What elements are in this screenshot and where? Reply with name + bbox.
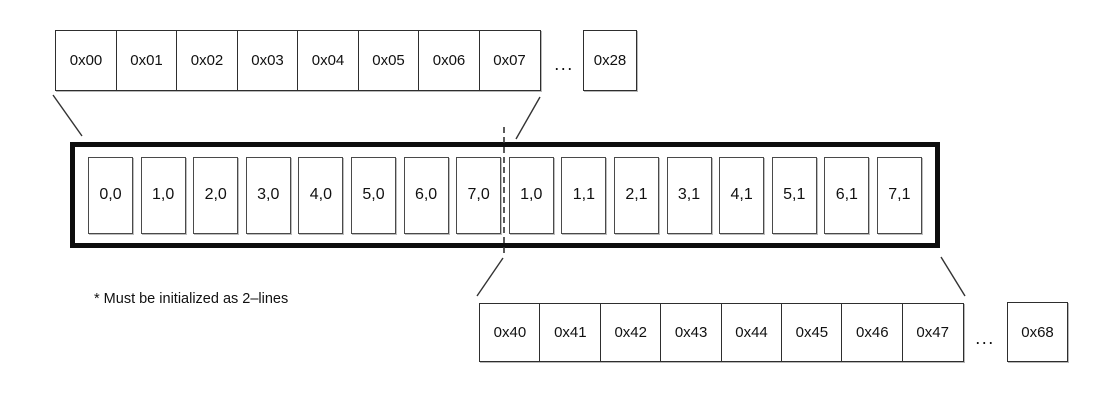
address-cell: 0x00 bbox=[55, 30, 117, 91]
buffer-cell: 6,0 bbox=[403, 156, 449, 234]
address-cell: 0x44 bbox=[720, 303, 783, 362]
buffer-cell: 7,0 bbox=[456, 156, 502, 234]
buffer-cell: 5,0 bbox=[350, 156, 396, 234]
address-cell: 0x01 bbox=[115, 30, 178, 91]
address-cell: 0x42 bbox=[599, 303, 662, 362]
address-cell: 0x41 bbox=[539, 303, 602, 362]
buffer-cell: 4,0 bbox=[298, 156, 344, 234]
bottom-ellipsis: ... bbox=[975, 328, 995, 348]
address-cell: 0x07 bbox=[478, 30, 541, 91]
buffer-cell: 5,1 bbox=[771, 156, 817, 234]
buffer-cell: 3,1 bbox=[666, 156, 712, 234]
connector-line-top-right bbox=[515, 96, 541, 140]
two-line-buffer: 0,0 1,0 2,0 3,0 4,0 5,0 6,0 7,0 1,0 1,1 … bbox=[70, 142, 940, 248]
top-ellipsis: ... bbox=[554, 54, 574, 74]
top-row-last-address-cell: 0x28 bbox=[583, 30, 637, 91]
address-cell: 0x46 bbox=[841, 303, 904, 362]
address-cell: 0x04 bbox=[297, 30, 359, 91]
address-cell: 0x47 bbox=[901, 303, 964, 362]
buffer-cell: 1,1 bbox=[561, 156, 607, 234]
address-cell: 0x02 bbox=[176, 30, 238, 91]
top-address-row: 0x00 0x01 0x02 0x03 0x04 0x05 0x06 0x07 bbox=[55, 30, 541, 91]
bottom-row-last-address-cell: 0x68 bbox=[1007, 302, 1068, 362]
address-cell: 0x43 bbox=[660, 303, 723, 362]
connector-line-bottom-left bbox=[476, 257, 504, 297]
address-cell: 0x45 bbox=[780, 303, 843, 362]
footnote: * Must be initialized as 2–lines bbox=[94, 291, 289, 307]
buffer-cell: 4,1 bbox=[719, 156, 765, 234]
connector-line-bottom-right bbox=[940, 256, 966, 297]
address-cell: 0x03 bbox=[236, 30, 299, 91]
buffer-cell: 7,1 bbox=[876, 156, 922, 234]
buffer-cell: 2,0 bbox=[193, 156, 239, 234]
buffer-cell: 6,1 bbox=[824, 156, 870, 234]
address-cell: 0x40 bbox=[479, 303, 541, 362]
connector-line-top-left bbox=[52, 94, 83, 137]
bottom-address-row: 0x40 0x41 0x42 0x43 0x44 0x45 0x46 0x47 bbox=[479, 303, 964, 362]
address-cell: 0x06 bbox=[418, 30, 480, 91]
buffer-cell: 3,0 bbox=[245, 156, 291, 234]
buffer-cell: 2,1 bbox=[613, 156, 659, 234]
buffer-cell: 1,0 bbox=[140, 156, 186, 234]
buffer-cell: 1,0 bbox=[508, 156, 554, 234]
buffer-cell: 0,0 bbox=[88, 156, 133, 234]
address-cell: 0x05 bbox=[357, 30, 420, 91]
